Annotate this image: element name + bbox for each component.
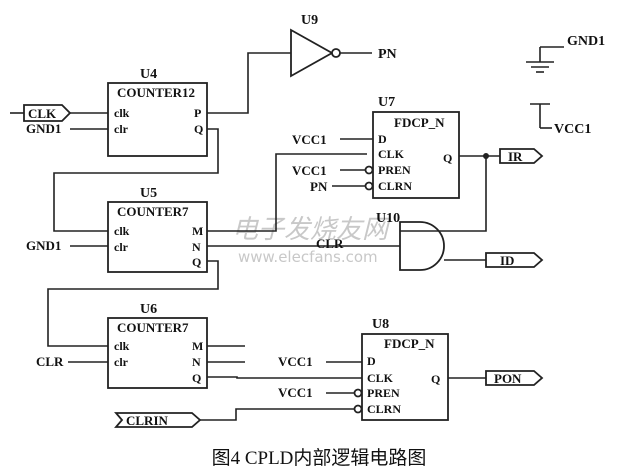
u6-pin-m: M: [192, 339, 203, 353]
u5-pin-m: M: [192, 224, 203, 238]
clk-input-port: CLK: [10, 104, 108, 122]
u4-pin-q: Q: [194, 122, 203, 136]
u10-clr-label: CLR: [316, 236, 344, 251]
u4-gnd1-label: GND1: [26, 121, 61, 136]
u8-fdcp-n: U8 FDCP_N D CLK PREN CLRN Q: [353, 317, 449, 421]
u8-pin-d: D: [367, 354, 376, 368]
u7-pin-clrn: CLRN: [378, 179, 412, 193]
u5-pin-q: Q: [192, 255, 201, 269]
u6-pin-clr: clr: [114, 355, 129, 369]
u7-pin-clk: CLK: [378, 147, 405, 161]
u5-to-u6-wire: [47, 260, 219, 347]
u7-fdcp-n: U7 FDCP_N D CLK PREN CLRN Q: [364, 95, 460, 199]
u4-type: COUNTER12: [117, 85, 195, 100]
u4-ref: U4: [140, 67, 157, 82]
u6-pin-clk: clk: [114, 339, 130, 353]
u6-pin-n: N: [192, 355, 201, 369]
u6-clr-net: CLR: [36, 354, 108, 369]
u7-ref: U7: [378, 95, 395, 110]
watermark-url: www.elecfans.com: [238, 248, 378, 266]
id-output-label: ID: [500, 253, 514, 268]
figure-caption: 图4 CPLD内部逻辑电路图: [212, 447, 427, 469]
u5-m-to-u7-clk-wire: [207, 153, 367, 232]
u7-clrn-pn-label: PN: [310, 179, 328, 194]
u4-pin-clr: clr: [114, 122, 129, 136]
u4-pin-p: P: [194, 106, 201, 120]
clrin-input-port: CLRIN: [114, 412, 202, 428]
u5-pin-clr: clr: [114, 240, 129, 254]
clrin-input-label: CLRIN: [126, 413, 169, 428]
u8-pin-q: Q: [431, 372, 440, 386]
u8-d-vcc1-label: VCC1: [278, 354, 313, 369]
u7-pin-d: D: [378, 132, 387, 146]
u8-ref: U8: [372, 317, 389, 332]
u4-counter12: U4 COUNTER12 clk clr P Q: [107, 67, 208, 157]
ir-output-label: IR: [508, 149, 523, 164]
u6-clr-label: CLR: [36, 354, 64, 369]
gnd1-power-symbol: GND1: [526, 34, 605, 73]
u7-d-vcc1-label: VCC1: [292, 132, 327, 147]
u9-ref: U9: [301, 13, 318, 28]
u6-pin-q: Q: [192, 371, 201, 385]
clk-input-label: CLK: [28, 106, 57, 121]
u4-gnd1-net: GND1: [26, 121, 108, 136]
ir-output-port: IR: [446, 148, 544, 232]
u8-pin-clrn: CLRN: [367, 402, 401, 416]
u8-pin-clk: CLK: [367, 371, 394, 385]
u8-type: FDCP_N: [384, 336, 435, 351]
id-output-port: ID: [485, 252, 544, 268]
vcc1-label: VCC1: [554, 122, 591, 137]
u9-inverter: U9 PN: [207, 13, 397, 114]
u5-gnd1-net: GND1: [26, 238, 108, 253]
vcc1-power-symbol: VCC1: [530, 103, 591, 137]
u7-pren-vcc1-label: VCC1: [292, 163, 327, 178]
pon-output-port: PON: [448, 370, 544, 386]
u5-counter7: U5 COUNTER7 clk clr M N Q: [107, 186, 208, 273]
gnd1-label: GND1: [567, 34, 605, 49]
u8-pin-pren: PREN: [367, 386, 400, 400]
u4-to-u5-wire: [53, 128, 219, 232]
u5-type: COUNTER7: [117, 204, 189, 219]
u8-pren-vcc1-label: VCC1: [278, 385, 313, 400]
u4-pin-clk: clk: [114, 106, 130, 120]
u5-pin-clk: clk: [114, 224, 130, 238]
u7-pin-pren: PREN: [378, 163, 411, 177]
u5-ref: U5: [140, 186, 157, 201]
u5-gnd1-label: GND1: [26, 238, 61, 253]
pon-output-label: PON: [494, 371, 522, 386]
u6-counter7: U6 COUNTER7 clk clr M N Q: [107, 302, 208, 389]
u7-type: FDCP_N: [394, 115, 445, 130]
u10-ref: U10: [376, 211, 400, 226]
u6-ref: U6: [140, 302, 157, 317]
u5-pin-n: N: [192, 240, 201, 254]
watermark-cn: 电子发烧友网: [232, 215, 391, 245]
u7-inputs: VCC1 VCC1 PN: [292, 132, 373, 194]
u10-and-gate: U10 CLR: [316, 211, 486, 271]
pn-output-label: PN: [378, 47, 397, 62]
u6-outputs: [207, 345, 367, 379]
u6-type: COUNTER7: [117, 320, 189, 335]
u7-pin-q: Q: [443, 151, 452, 165]
u8-inputs: VCC1 VCC1: [200, 354, 362, 421]
